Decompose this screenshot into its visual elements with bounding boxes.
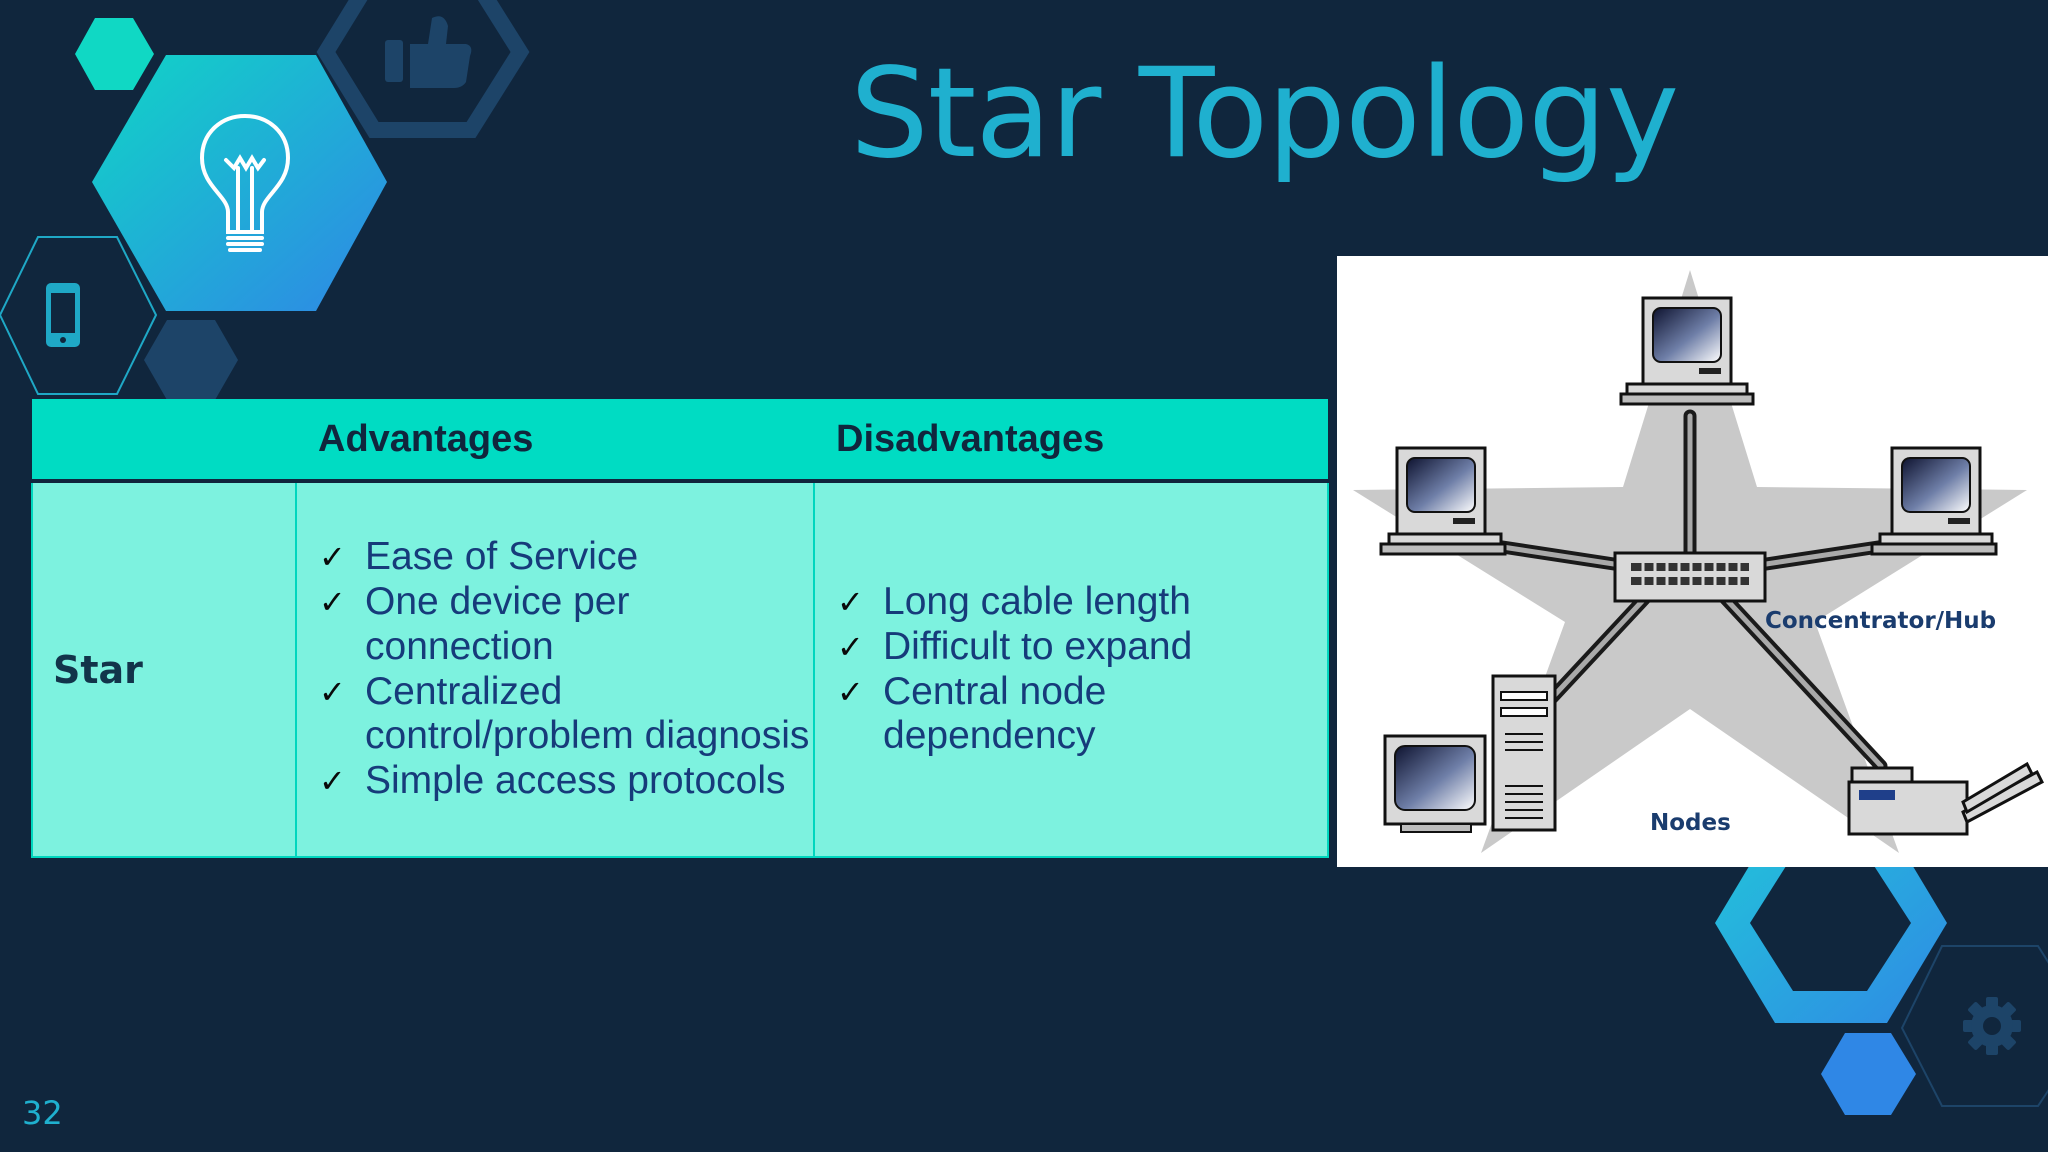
hexagon-outline-gear [1900, 945, 2048, 1107]
checkmark-icon: ✓ [319, 762, 346, 801]
header-empty [32, 399, 296, 483]
computer-icon [1870, 446, 1998, 556]
comparison-table: Advantages Disadvantages Star ✓ Ease of S… [31, 399, 1329, 858]
advantage-text: Centralized control/problem diagnosis [365, 669, 810, 758]
checkmark-icon: ✓ [837, 627, 864, 666]
header-disadvantages: Disadvantages [814, 399, 1328, 483]
hexagon-navy-small [144, 320, 238, 400]
checkmark-icon: ✓ [319, 582, 346, 621]
advantages-cell: ✓ Ease of Service ✓ One device per connect… [295, 480, 815, 858]
disadvantage-text: Difficult to expand [883, 624, 1193, 668]
thumbs-up-icon [385, 16, 472, 89]
checkmark-icon: ✓ [837, 672, 864, 711]
workstation-icon [1383, 674, 1557, 833]
hub-icon [1613, 551, 1767, 603]
list-item: ✓ Central node dependency [837, 670, 1327, 760]
phone-icon [46, 283, 80, 347]
row-label-star: Star [31, 480, 297, 858]
list-item: ✓ Simple access protocols [319, 759, 813, 804]
list-item: ✓ Difficult to expand [837, 625, 1327, 670]
disadvantages-list: ✓Long cable length ✓Difficult to expand … [815, 580, 1327, 759]
advantage-text: Ease of Service [365, 535, 639, 579]
disadvantage-text: Central node dependency [883, 669, 1107, 758]
star-topology-diagram: Concentrator/Hub Nodes [1337, 256, 2048, 867]
list-item: ✓ Ease of Service [319, 535, 813, 580]
gear-icon [1963, 997, 2021, 1055]
advantage-text: Simple access protocols [365, 759, 786, 803]
hexagon-outline-thumbs [316, 0, 530, 138]
table-header-row: Advantages Disadvantages [32, 399, 1328, 483]
table-row: Star ✓ Ease of Service ✓ One device per co… [31, 480, 1329, 858]
computer-icon [1619, 296, 1755, 406]
hub-label: Concentrator/Hub [1765, 608, 1996, 634]
checkmark-icon: ✓ [319, 672, 346, 711]
list-item: ✓ Centralized control/problem diagnosis [319, 670, 813, 760]
slide-title: Star Topology [850, 42, 1679, 186]
header-advantages: Advantages [296, 399, 814, 483]
checkmark-icon: ✓ [319, 538, 346, 577]
disadvantage-text: Long cable length [883, 579, 1191, 623]
nodes-label: Nodes [1650, 810, 1731, 836]
computer-icon [1379, 446, 1507, 556]
advantage-text: One device per connection [365, 579, 630, 668]
checkmark-icon: ✓ [837, 582, 864, 621]
list-item: ✓ One device per connection [319, 580, 813, 670]
printer-icon [1847, 761, 2044, 836]
advantages-list: ✓ Ease of Service ✓ One device per connect… [297, 535, 813, 804]
hexagon-outline-phone [0, 236, 158, 395]
hexagon-teal-small [75, 18, 154, 90]
list-item: ✓ Long cable length [837, 580, 1327, 625]
hexagon-blue-bottom [1821, 1033, 1916, 1115]
page-number: 32 [22, 1094, 63, 1132]
lightbulb-icon [199, 113, 291, 252]
disadvantages-cell: ✓Long cable length ✓Difficult to expand … [813, 480, 1329, 858]
